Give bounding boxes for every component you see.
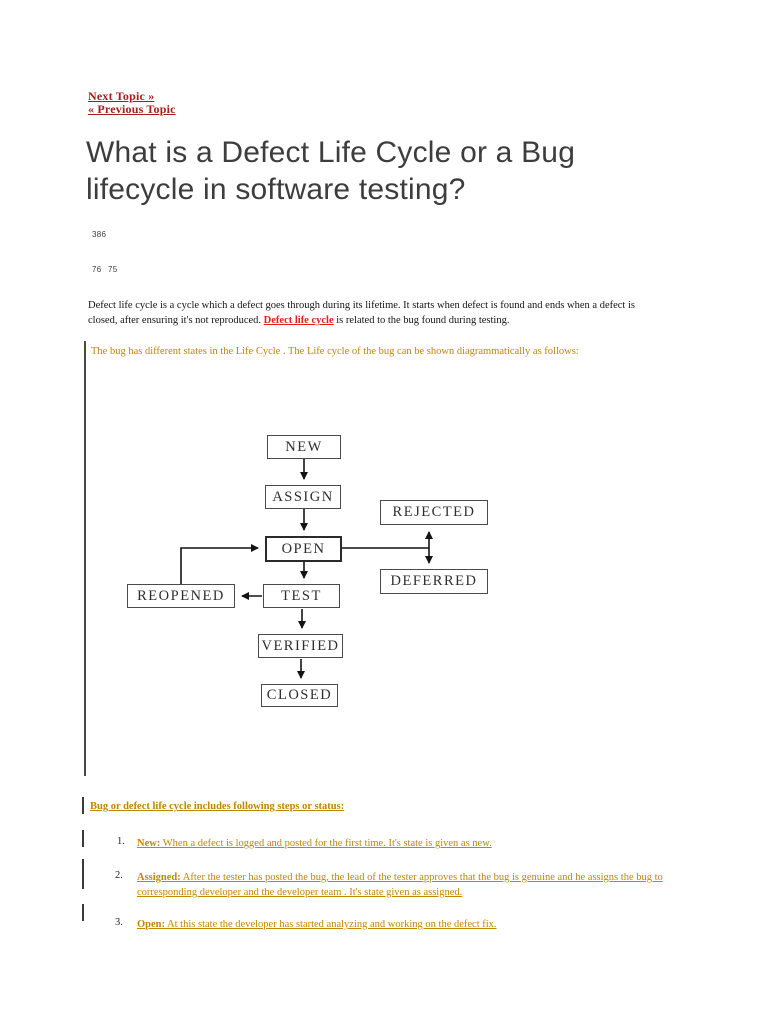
flowchart-node-assign: ASSIGN xyxy=(265,485,341,509)
flowchart-node-verified: VERIFIED xyxy=(258,634,343,658)
vote-counts: 76 75 xyxy=(92,265,118,274)
change-bar xyxy=(82,830,84,847)
change-bar xyxy=(82,797,84,814)
step-number: 2. xyxy=(115,870,123,881)
page-title: What is a Defect Life Cycle or a Bug lif… xyxy=(86,134,686,208)
page-title-line2: lifecycle in software testing? xyxy=(86,173,466,206)
step-item-open: Open: At this state the developer has st… xyxy=(137,917,675,932)
flowchart-node-new: NEW xyxy=(267,435,341,459)
step-desc: When a defect is logged and posted for t… xyxy=(160,838,492,849)
step-number: 1. xyxy=(117,836,125,847)
intro-text-after: is related to the bug found during testi… xyxy=(333,315,510,326)
defect-life-cycle-link[interactable]: Defect life cycle xyxy=(263,315,334,326)
view-count: 386 xyxy=(92,230,107,239)
section-left-rule xyxy=(84,341,86,776)
step-desc: After the tester has posted the bug, the… xyxy=(137,872,663,898)
downvote-count: 75 xyxy=(108,265,118,274)
step-item-new: New: When a defect is logged and posted … xyxy=(137,836,675,851)
diagram-intro-text: The bug has different states in the Life… xyxy=(91,346,579,357)
flowchart-node-closed: CLOSED xyxy=(261,684,338,707)
change-bar xyxy=(82,859,84,889)
step-term: Open: xyxy=(137,919,166,930)
topic-nav: Next Topic » « Previous Topic xyxy=(88,90,176,116)
previous-topic-link[interactable]: « Previous Topic xyxy=(88,102,176,116)
step-number: 3. xyxy=(115,917,123,928)
flowchart-node-reopened: REOPENED xyxy=(127,584,235,608)
upvote-count: 76 xyxy=(92,265,102,274)
intro-text-before: Defect life cycle is a cycle which a def… xyxy=(88,300,635,326)
next-topic-link[interactable]: Next Topic » xyxy=(88,89,155,103)
steps-heading: Bug or defect life cycle includes follow… xyxy=(90,801,345,812)
step-desc: At this state the developer has started … xyxy=(165,919,497,930)
flowchart-node-rejected: REJECTED xyxy=(380,500,488,525)
change-bar xyxy=(82,904,84,921)
flowchart-node-open: OPEN xyxy=(265,536,342,562)
step-term: New: xyxy=(137,838,161,849)
page-title-line1: What is a Defect Life Cycle or a Bug xyxy=(86,136,576,169)
flowchart-node-test: TEST xyxy=(263,584,340,608)
flowchart-node-deferred: DEFERRED xyxy=(380,569,488,594)
intro-paragraph: Defect life cycle is a cycle which a def… xyxy=(88,298,656,328)
step-item-assigned: Assigned: After the tester has posted th… xyxy=(137,870,675,900)
step-term: Assigned: xyxy=(137,872,181,883)
